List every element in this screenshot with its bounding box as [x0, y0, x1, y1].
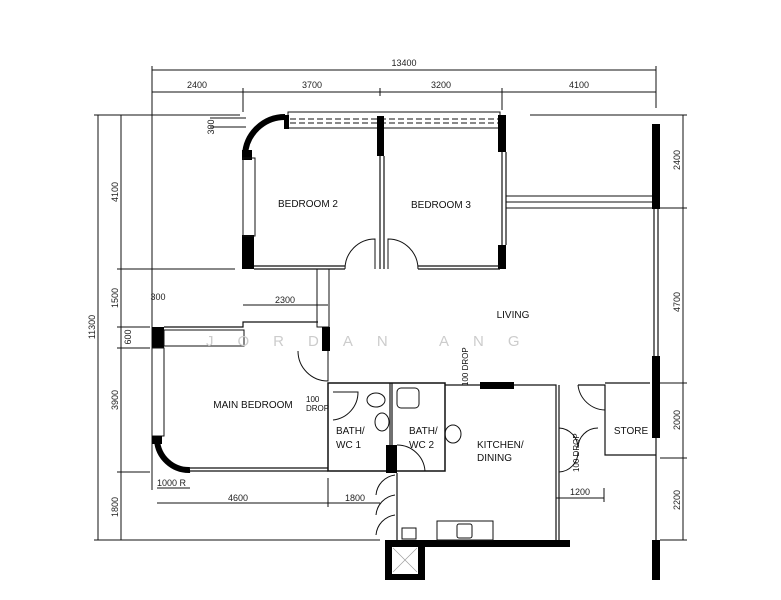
dim-right-2: 4700: [672, 292, 682, 312]
dim-window-offset: 300: [206, 119, 216, 134]
dim-top-4: 4100: [569, 80, 589, 90]
room-bath-2-line2: WC 2: [409, 440, 434, 451]
dim-bottom-1: 4600: [228, 493, 248, 503]
dim-top-2: 3700: [302, 80, 322, 90]
dim-left-5: 1800: [110, 497, 120, 517]
room-bath-1-line1: BATH/: [336, 426, 365, 437]
room-living: LIVING: [497, 310, 530, 321]
drop-note-3: 100 DROP: [572, 433, 581, 472]
dim-left-1: 4100: [110, 182, 120, 202]
dim-top-total: 13400: [391, 58, 416, 68]
watermark: JORDAN ANG: [206, 333, 544, 350]
dim-top-1: 2400: [187, 80, 207, 90]
room-bath-1-line2: WC 1: [336, 440, 361, 451]
dim-ledge: 300: [150, 292, 165, 302]
dim-right-3: 2000: [672, 410, 682, 430]
dimension-lines: [94, 66, 687, 541]
dim-right-1: 2400: [672, 150, 682, 170]
drop-note-2: 100 DROP: [461, 347, 470, 386]
drop-note-1a: 100: [306, 395, 320, 404]
room-kitchen-line1: KITCHEN/: [477, 440, 524, 451]
radius-note: 1000 R: [157, 478, 187, 488]
room-kitchen-line2: DINING: [477, 453, 512, 464]
room-store: STORE: [614, 426, 649, 437]
dim-left-total: 11300: [87, 315, 97, 339]
dim-right-4: 2200: [672, 490, 682, 510]
dim-kitchen-offset: 1200: [570, 487, 590, 497]
dim-left-2: 1500: [110, 288, 120, 308]
dim-bottom-2: 1800: [345, 493, 365, 503]
drop-note-1b: DROP: [306, 404, 329, 413]
dim-top-3: 3200: [431, 80, 451, 90]
walls: [151, 111, 660, 580]
dim-left-4: 3900: [110, 390, 120, 410]
room-bedroom-3: BEDROOM 3: [411, 200, 471, 211]
room-bath-2-line1: BATH/: [409, 426, 438, 437]
dim-corridor: 2300: [275, 295, 295, 305]
dim-left-3: 600: [123, 329, 133, 344]
room-main-bedroom: MAIN BEDROOM: [213, 400, 292, 411]
room-bedroom-2: BEDROOM 2: [278, 199, 338, 210]
